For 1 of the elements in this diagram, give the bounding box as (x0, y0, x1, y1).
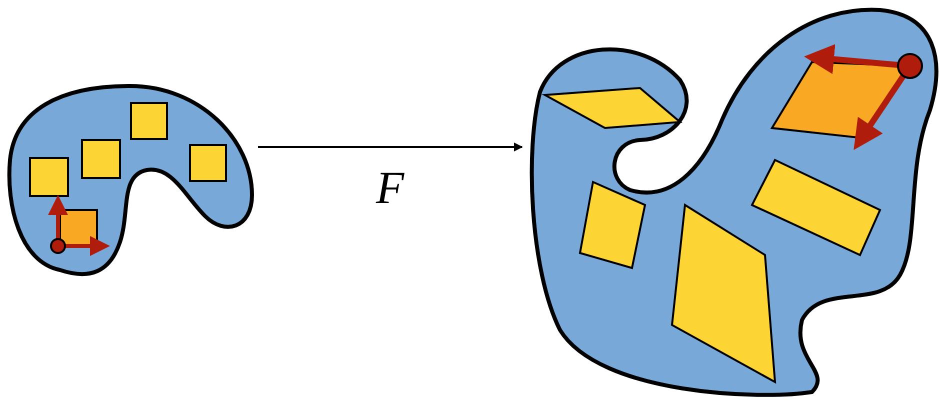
arrow (258, 142, 523, 152)
